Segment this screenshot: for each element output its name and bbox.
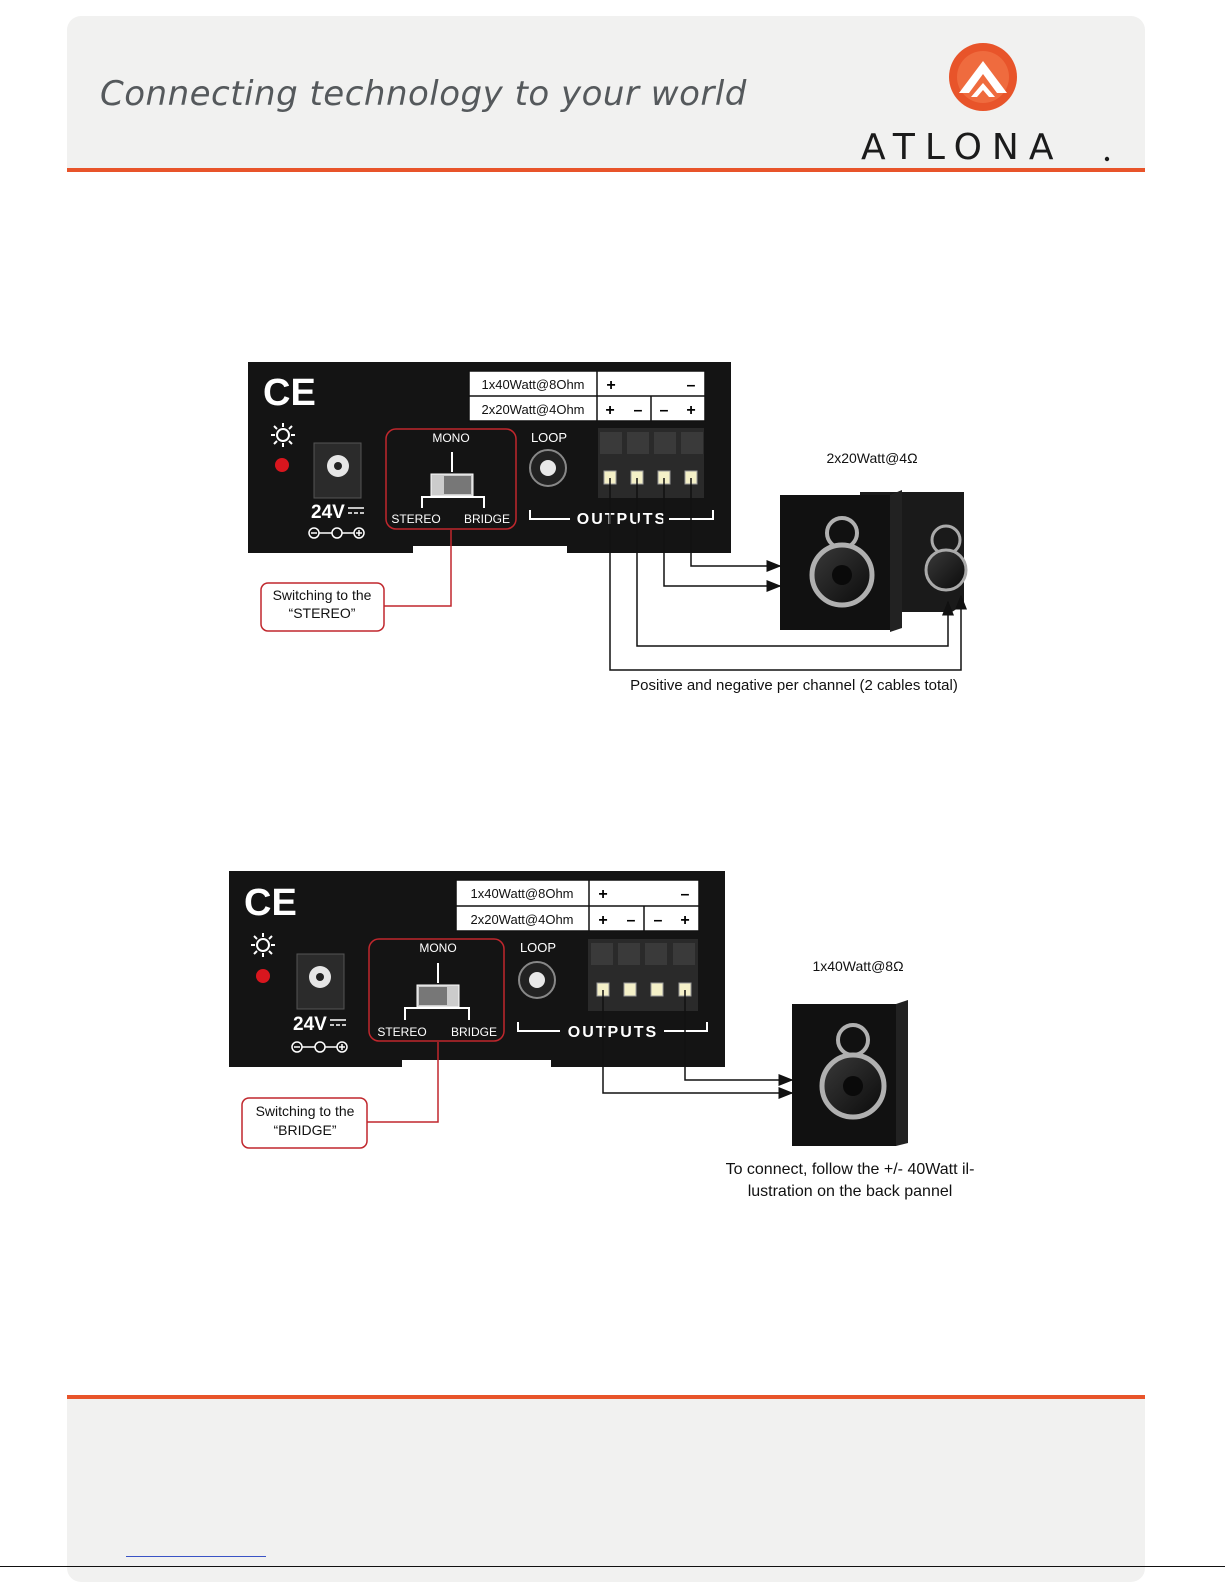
speaker-wires — [609, 478, 967, 671]
row-2-plus-1: + — [605, 402, 614, 419]
power-led-icon — [256, 969, 270, 983]
power-led-icon — [275, 458, 289, 472]
rating-row-2: 2x20Watt@4Ohm — [470, 912, 573, 927]
rating-row-1: 1x40Watt@8Ohm — [470, 886, 573, 901]
mono-label: MONO — [432, 431, 469, 445]
callout-2-line-1: Switching to the — [256, 1103, 355, 1119]
row-1-minus: – — [687, 377, 696, 394]
ce-mark: CE — [244, 882, 297, 924]
ce-mark: CE — [263, 372, 316, 414]
power-rating-table: 1x40Watt@8Ohm 2x20Watt@4Ohm + – + – – + — [468, 370, 706, 422]
stereo-wiring-diagram: CE 24V MONO STEREO BRIDGE LOOP OUTPUTS 1… — [248, 362, 968, 694]
mono-label: MONO — [419, 941, 456, 955]
brand-name: ATLONA — [861, 127, 1064, 166]
row-1-plus: + — [606, 377, 615, 394]
stereo-label: STEREO — [377, 1025, 426, 1039]
sun-icon — [271, 423, 295, 447]
speaker-wires — [602, 990, 794, 1099]
stereo-callout — [260, 582, 385, 632]
voltage-label: 24V — [293, 1014, 327, 1035]
bridge-label: BRIDGE — [464, 512, 510, 526]
mode-switch-callout-box — [385, 428, 517, 530]
bridge-caption-line-1: To connect, follow the +/- 40Watt il- — [726, 1161, 975, 1178]
atlona-logo-icon — [949, 43, 1017, 111]
row-2-minus-1: – — [634, 402, 643, 419]
voltage-label: 24V — [311, 502, 345, 523]
row-2-minus-2: – — [654, 912, 663, 929]
row-2-plus-1: + — [598, 912, 607, 929]
speaker-icon — [780, 490, 902, 632]
header-tagline: Connecting technology to your world — [100, 74, 747, 114]
loop-label: LOOP — [531, 430, 567, 445]
row-1-plus: + — [598, 886, 607, 903]
callout-2-line-2: “BRIDGE” — [274, 1122, 337, 1138]
outputs-label: OUTPUTS — [577, 511, 667, 528]
outputs-label: OUTPUTS — [568, 1024, 658, 1041]
row-2-minus-1: – — [627, 912, 636, 929]
brand-wordmark: ATLONA — [861, 127, 1110, 166]
footer-link[interactable] — [126, 1556, 266, 1557]
rating-row-2: 2x20Watt@4Ohm — [481, 402, 584, 417]
callout-1-line-2: “STEREO” — [289, 605, 356, 621]
bridge-label: BRIDGE — [451, 1025, 497, 1039]
page-header: Connecting technology to your world ATLO… — [67, 16, 1145, 172]
callout-1-line-1: Switching to the — [273, 587, 372, 603]
polarity-icon — [308, 527, 365, 539]
rating-row-1: 1x40Watt@8Ohm — [481, 377, 584, 392]
speaker-icon — [792, 1000, 908, 1146]
bottom-rule — [0, 1566, 1225, 1567]
bridge-caption-line-2: lustration on the back pannel — [748, 1183, 953, 1200]
loop-label: LOOP — [520, 940, 556, 955]
sun-icon — [251, 933, 275, 957]
speaker-2-label: 1x40Watt@8Ω — [812, 958, 903, 974]
power-rating-table: 1x40Watt@8Ohm 2x20Watt@4Ohm + – + – – + — [455, 879, 700, 932]
row-2-minus-2: – — [660, 402, 669, 419]
bridge-callout — [241, 1097, 368, 1149]
stereo-label: STEREO — [391, 512, 440, 526]
bridge-wiring-diagram: CE 24V MONO STEREO BRIDGE LOOP OUTPUTS 1… — [229, 871, 975, 1200]
mode-switch-callout-box — [368, 938, 505, 1042]
row-1-minus: – — [681, 886, 690, 903]
row-2-plus-2: + — [686, 402, 695, 419]
row-2-plus-2: + — [680, 912, 689, 929]
page-footer — [67, 1395, 1145, 1582]
speaker-1-label: 2x20Watt@4Ω — [826, 450, 917, 466]
polarity-icon — [291, 1041, 348, 1053]
stereo-caption: Positive and negative per channel (2 cab… — [630, 677, 958, 694]
